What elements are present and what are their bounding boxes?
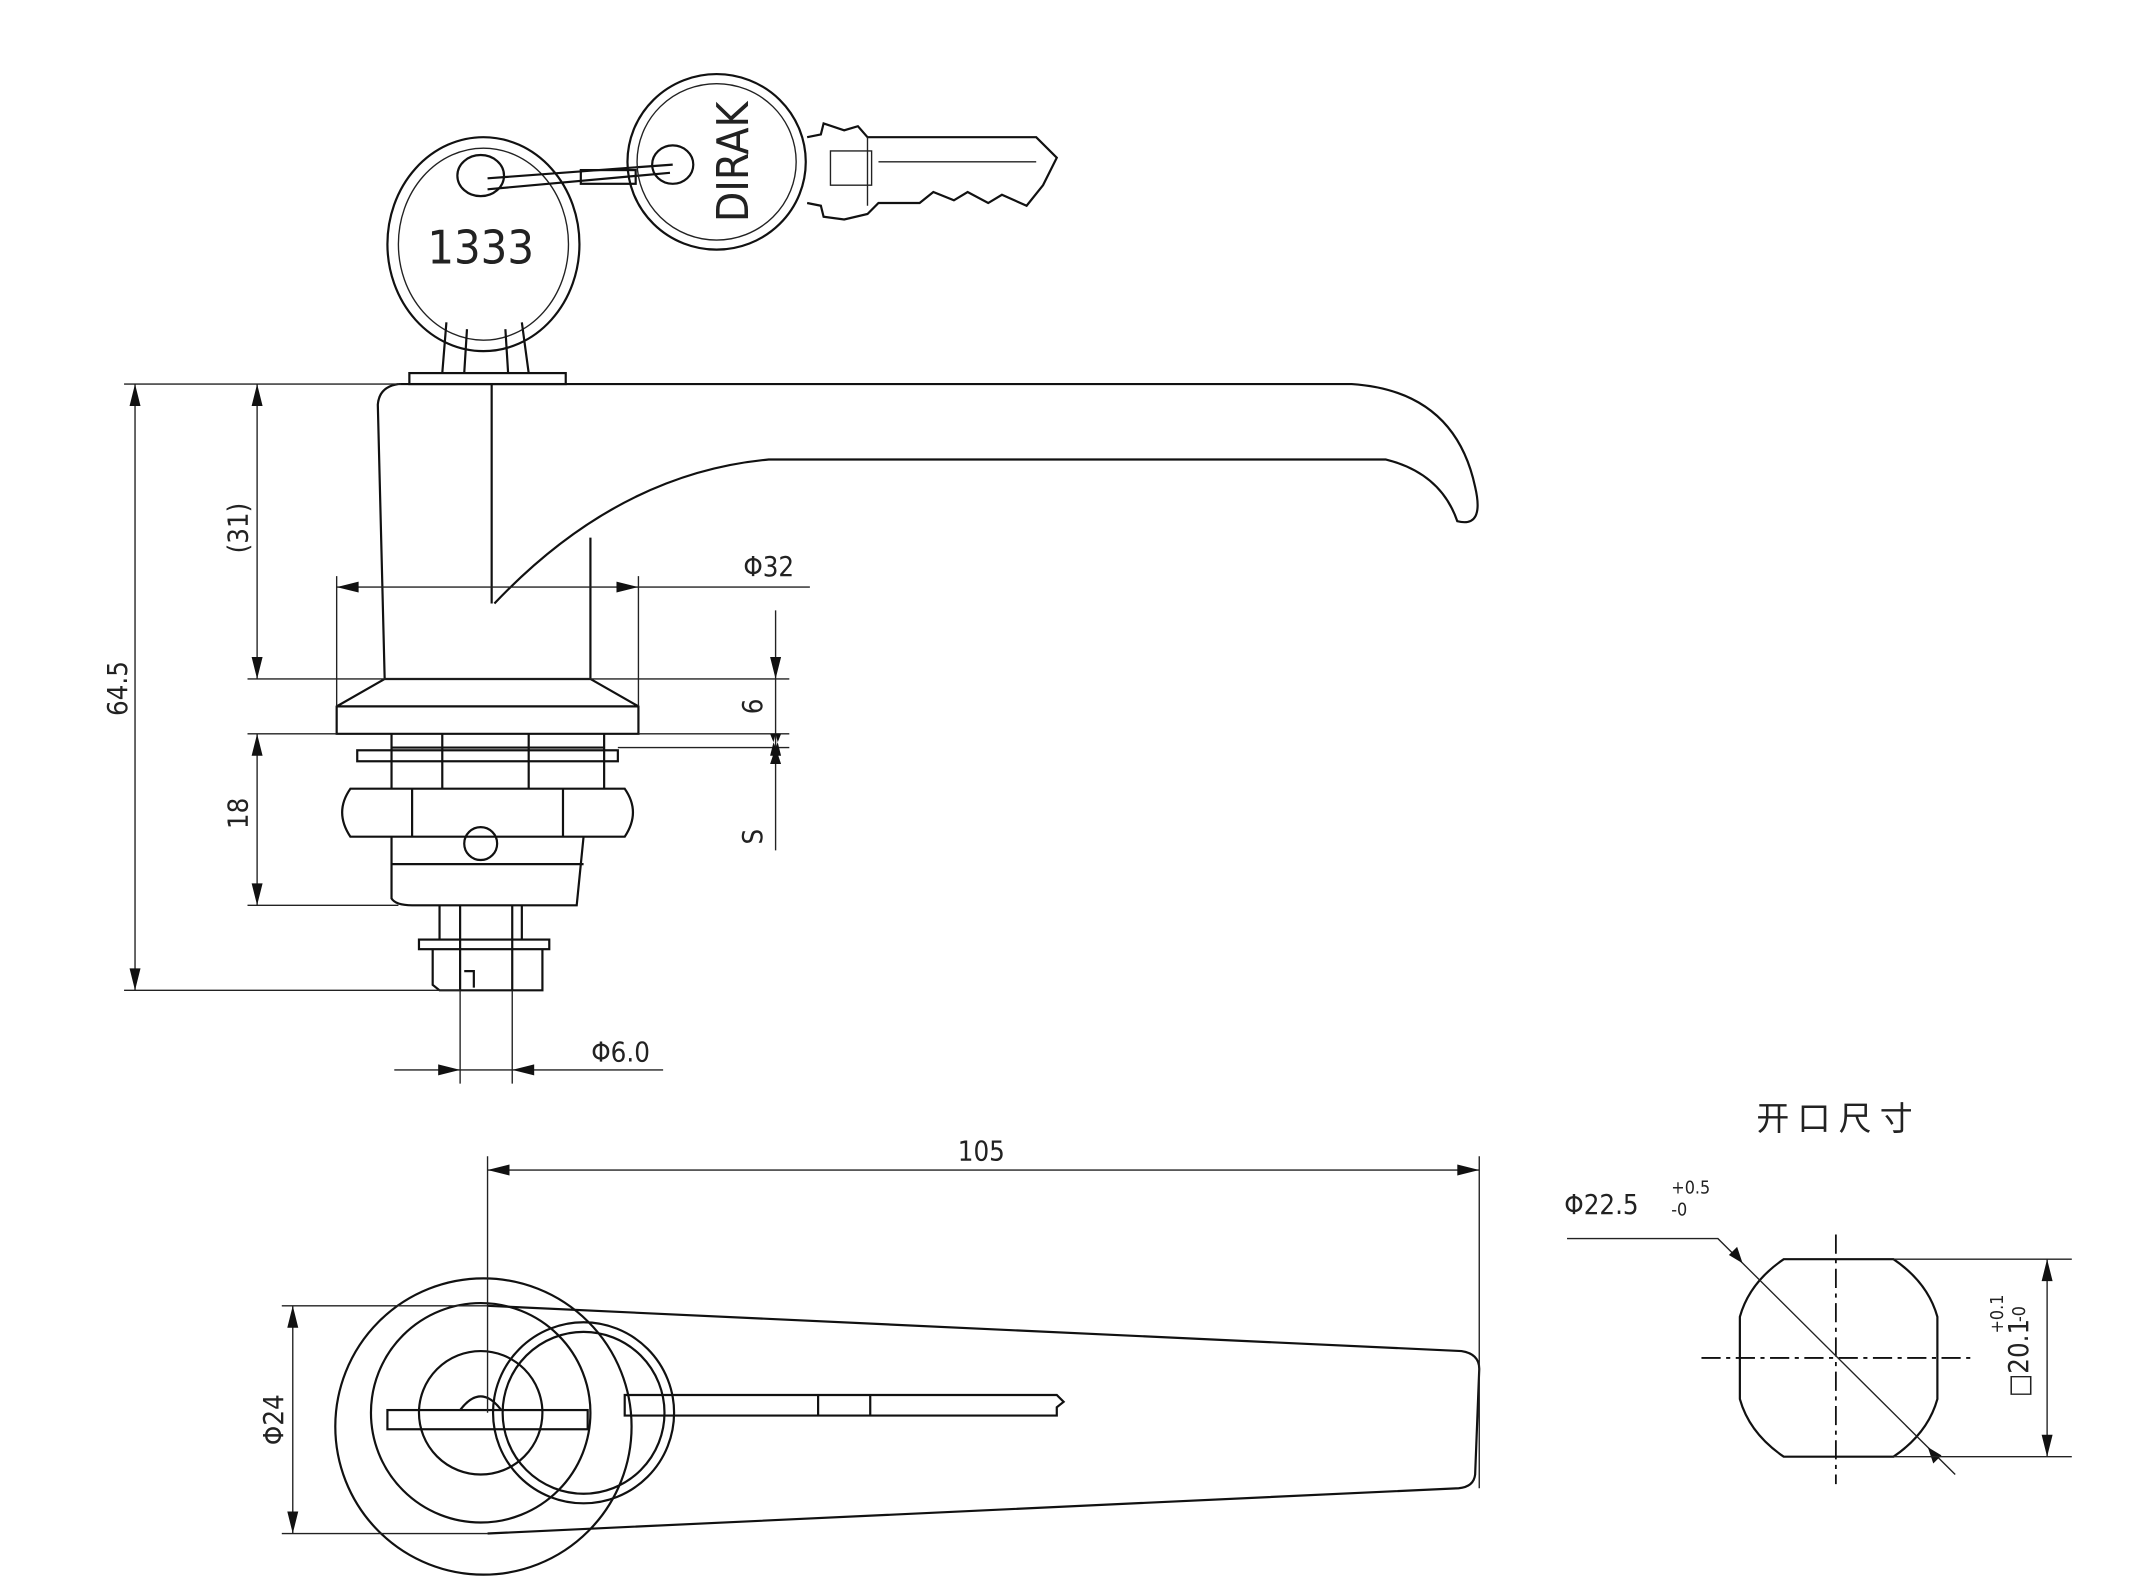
dim-collar-thickness: 6 [738,699,769,715]
dim-panel-thickness: S [738,829,769,845]
cutout-diameter: Φ22.5 [1564,1190,1638,1221]
dim-overall-height: 64.5 [103,661,134,716]
key-tag-number: 1333 [427,220,534,274]
dim-handle-height: (31) [224,503,255,554]
handle-top-view [334,1277,1481,1576]
dim-collar-diameter: Φ32 [743,552,794,583]
panel-cutout: 开口尺寸 Φ22.5 +0.5 -0 □20.1 +0.1 -0 [1564,1099,2072,1485]
key-tag: 1333 [386,136,581,386]
cutout-square-tol-upper: +0.1 [1987,1295,2008,1334]
cutout-title: 开口尺寸 [1756,1099,1921,1138]
top-view-dimensions: 105 Φ24 [259,1136,1480,1535]
dim-base-diameter: Φ24 [259,1394,290,1445]
key: DIRAK [626,72,1059,251]
handle-side-view [335,382,1479,992]
key-brand: DIRAK [708,100,759,222]
cutout-diameter-tol-lower: -0 [1671,1199,1687,1220]
cutout-square: □20.1 [2004,1319,2035,1397]
cutout-square-tol-lower: -0 [2009,1306,2030,1322]
dim-lower-body: 18 [224,798,255,829]
dim-handle-length: 105 [958,1136,1005,1167]
side-view-dimensions: 64.5 (31) 18 Φ32 6 S Φ6.0 [103,383,810,1084]
key-ring [487,163,673,191]
dim-shaft-diameter: Φ6.0 [591,1038,650,1069]
cutout-diameter-tol-upper: +0.5 [1671,1177,1710,1198]
